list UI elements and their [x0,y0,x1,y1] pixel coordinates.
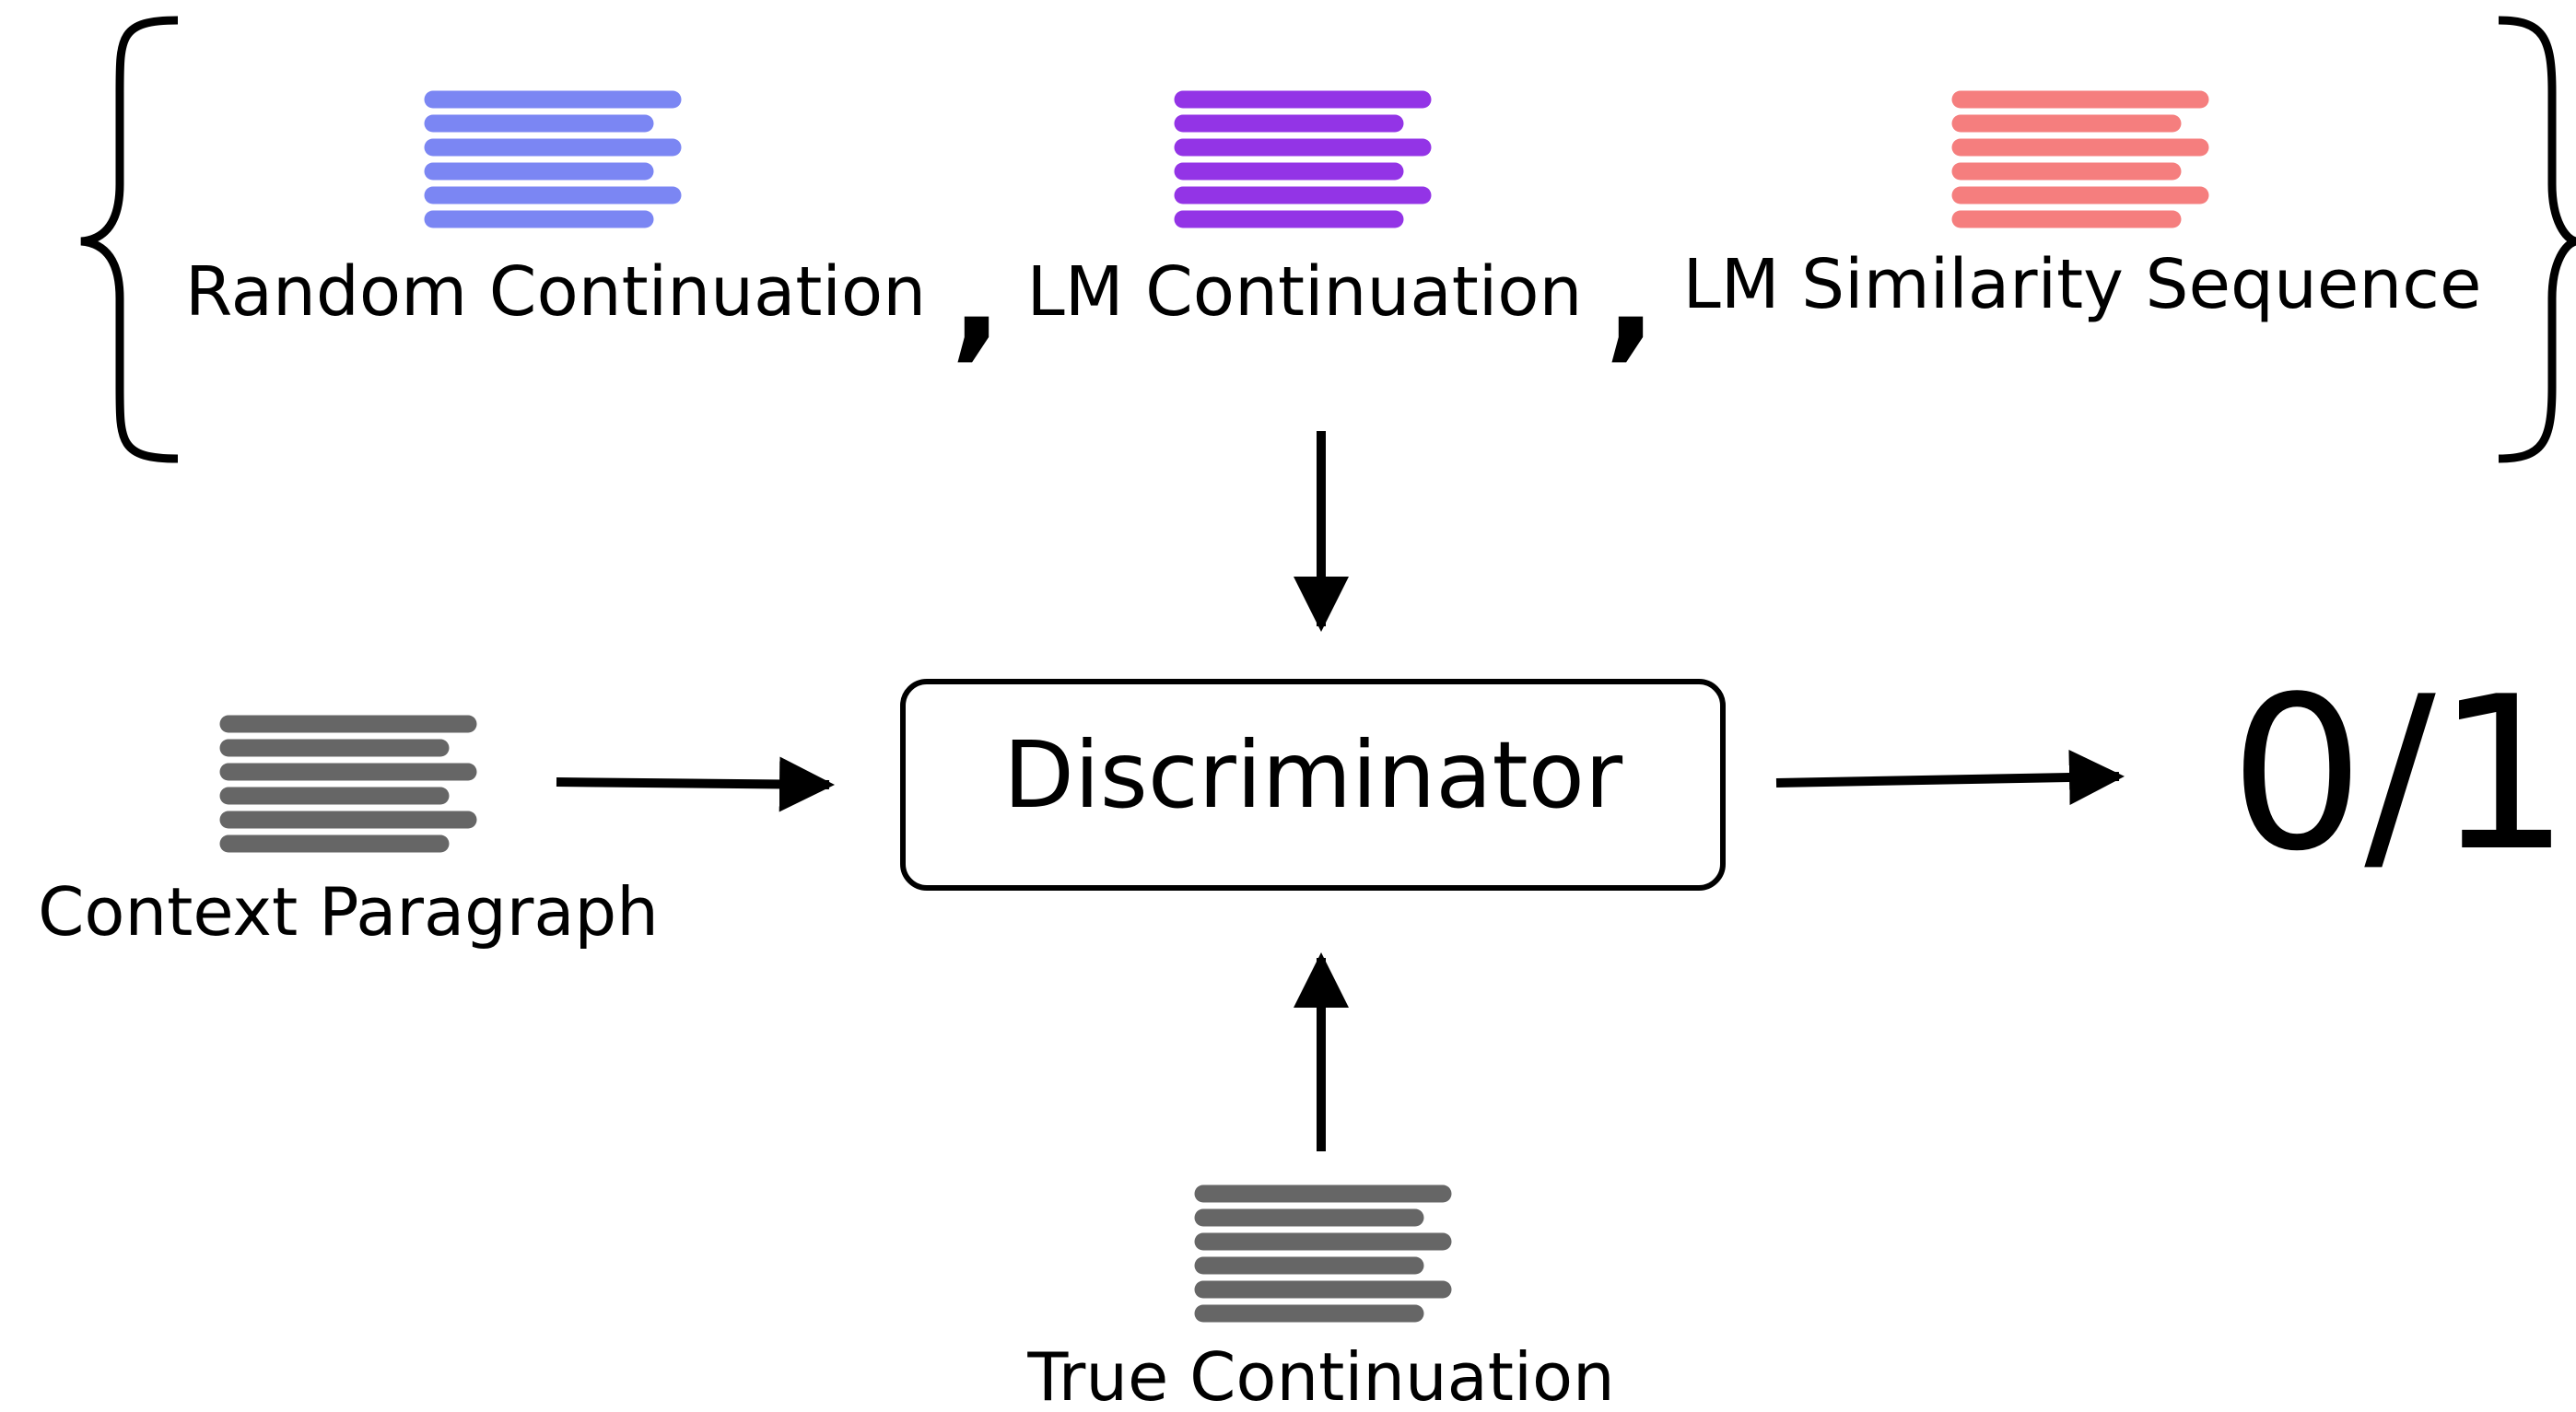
output-label: 0/1 [2230,652,2570,898]
document-lines-icon [1174,90,1432,228]
left-brace [80,16,179,463]
random-continuation-label: Random Continuation [185,252,926,332]
document-lines-icon [424,90,682,228]
true-continuation-label: True Continuation [1026,1338,1614,1412]
document-lines-icon [219,715,477,853]
discriminator-box [900,679,1726,891]
discriminator-label: Discriminator [1003,721,1623,829]
arrow-right [556,756,835,812]
lm-continuation-label: LM Continuation [1027,252,1583,332]
context-paragraph-label: Context Paragraph [38,873,659,951]
document-lines-icon [1951,90,2209,228]
arrow-right [1775,750,2125,806]
document-lines-icon [1194,1184,1452,1323]
right-brace [2498,16,2576,463]
separator-comma: , [951,216,1003,376]
lm-similarity-sequence-label: LM Similarity Sequence [1682,245,2481,324]
separator-comma: , [1605,216,1657,376]
